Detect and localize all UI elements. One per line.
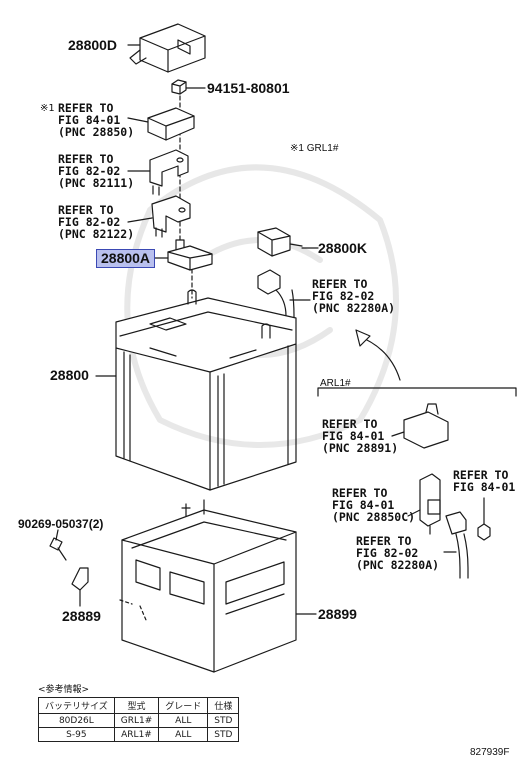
- cable-82122-part: [151, 195, 191, 238]
- ref-82-02-82280a-top-line3: (PNC 82280A): [312, 301, 396, 315]
- table-header-row: バッテリサイズ 型式 グレード 仕様: [38, 697, 240, 714]
- ref-82-02-82280a-top-line2: FIG 82-02: [312, 289, 375, 303]
- ref-82-02-82111-line3: (PNC 82111): [58, 176, 135, 190]
- label-94151-80801: 94151-80801: [207, 80, 290, 96]
- ref-84-01-right-line1: REFER TO: [453, 468, 509, 482]
- figure-number: 827939F: [470, 747, 510, 758]
- ref-82-02-82122-line2: FIG 82-02: [58, 215, 121, 229]
- ref-84-01-28850c-line2: FIG 84-01: [332, 498, 395, 512]
- cover-28891-part: [403, 403, 449, 449]
- reference-info-table: バッテリサイズ 型式 グレード 仕様 80D26L GRL1# ALL STD …: [38, 697, 240, 742]
- bracket-28889-part: [71, 567, 89, 607]
- ref-84-01-28850-line3: (PNC 28850): [58, 125, 135, 139]
- table-cell: ALL: [158, 727, 209, 742]
- ref-82-02-82280a-lower-line1: REFER TO: [356, 534, 412, 548]
- table-cell: STD: [207, 713, 240, 728]
- leader-line: [55, 529, 59, 541]
- label-90269-05037: 90269-05037(2): [18, 517, 104, 531]
- ref-84-01-right-line2: FIG 84-01: [453, 480, 516, 494]
- ref-84-01-28891-line2: FIG 84-01: [322, 429, 385, 443]
- table-cell: STD: [207, 727, 240, 742]
- ref-84-01-28850-line1: REFER TO: [58, 101, 114, 115]
- table-header-cell: 型式: [113, 697, 160, 714]
- table-header-cell: 仕様: [207, 697, 240, 714]
- clamp-28850c-part: [419, 473, 441, 535]
- table-cell: ARL1#: [113, 727, 160, 742]
- label-28800: 28800: [50, 367, 89, 383]
- label-28899: 28899: [318, 606, 357, 622]
- terminal-28800k-part: [257, 227, 303, 257]
- bolt-part: [49, 537, 67, 561]
- clamp-28800a-part: [167, 239, 213, 271]
- table-cell: ALL: [158, 713, 209, 728]
- ref-84-01-28891-line3: (PNC 28891): [322, 441, 399, 455]
- table-header-cell: グレード: [158, 697, 209, 714]
- ref-mark-1: ※1: [40, 103, 55, 114]
- label-28889: 28889: [62, 608, 101, 624]
- ref-82-02-82280a-top-line1: REFER TO: [312, 277, 368, 291]
- leader-line: [127, 217, 153, 223]
- ref-82-02-82122-line1: REFER TO: [58, 203, 114, 217]
- tray-28899-part: [121, 499, 297, 673]
- label-28800d: 28800D: [68, 37, 118, 53]
- direction-arrow-head: [355, 329, 371, 347]
- table-cell: S-95: [38, 727, 115, 742]
- ref-84-01-28850c-line1: REFER TO: [332, 486, 388, 500]
- ref-84-01-28850c-line3: (PNC 28850C): [332, 510, 416, 524]
- note-grl1: ※1 GRL1#: [290, 143, 339, 154]
- label-28800k: 28800K: [318, 240, 368, 256]
- ref-84-01-28850-line2: FIG 84-01: [58, 113, 121, 127]
- leader-line: [407, 509, 421, 517]
- arl-section-bracket: [317, 387, 517, 397]
- table-cell: 80D26L: [38, 713, 115, 728]
- cover-28800d-part: [129, 23, 206, 73]
- label-28800a-highlighted[interactable]: 28800A: [96, 249, 156, 268]
- table-row: 80D26L GRL1# ALL STD: [38, 713, 240, 728]
- note-arl1: ARL1#: [320, 378, 351, 389]
- ref-82-02-82111-line1: REFER TO: [58, 152, 114, 166]
- nut-right-part: [477, 523, 491, 541]
- leader-line: [391, 431, 405, 437]
- ref-82-02-82280a-lower-line3: (PNC 82280A): [356, 558, 440, 572]
- clamp-28850-part: [147, 107, 195, 141]
- table-header-cell: バッテリサイズ: [38, 697, 115, 714]
- axis-dashed-line: [119, 599, 147, 621]
- ref-84-01-28891-line1: REFER TO: [322, 417, 378, 431]
- cable-82280a-lower-part: [445, 511, 469, 579]
- ref-82-02-82111-line2: FIG 82-02: [58, 164, 121, 178]
- ref-table-caption: <参考情報>: [38, 685, 90, 695]
- cable-82111-part: [149, 149, 189, 196]
- ref-82-02-82122-line3: (PNC 82122): [58, 227, 135, 241]
- leader-line: [127, 117, 149, 123]
- table-row: S-95 ARL1# ALL STD: [38, 727, 240, 742]
- ref-82-02-82280a-lower-line2: FIG 82-02: [356, 546, 419, 560]
- table-cell: GRL1#: [113, 713, 160, 728]
- battery-28800-part: [115, 289, 297, 491]
- nut-part: [171, 79, 187, 95]
